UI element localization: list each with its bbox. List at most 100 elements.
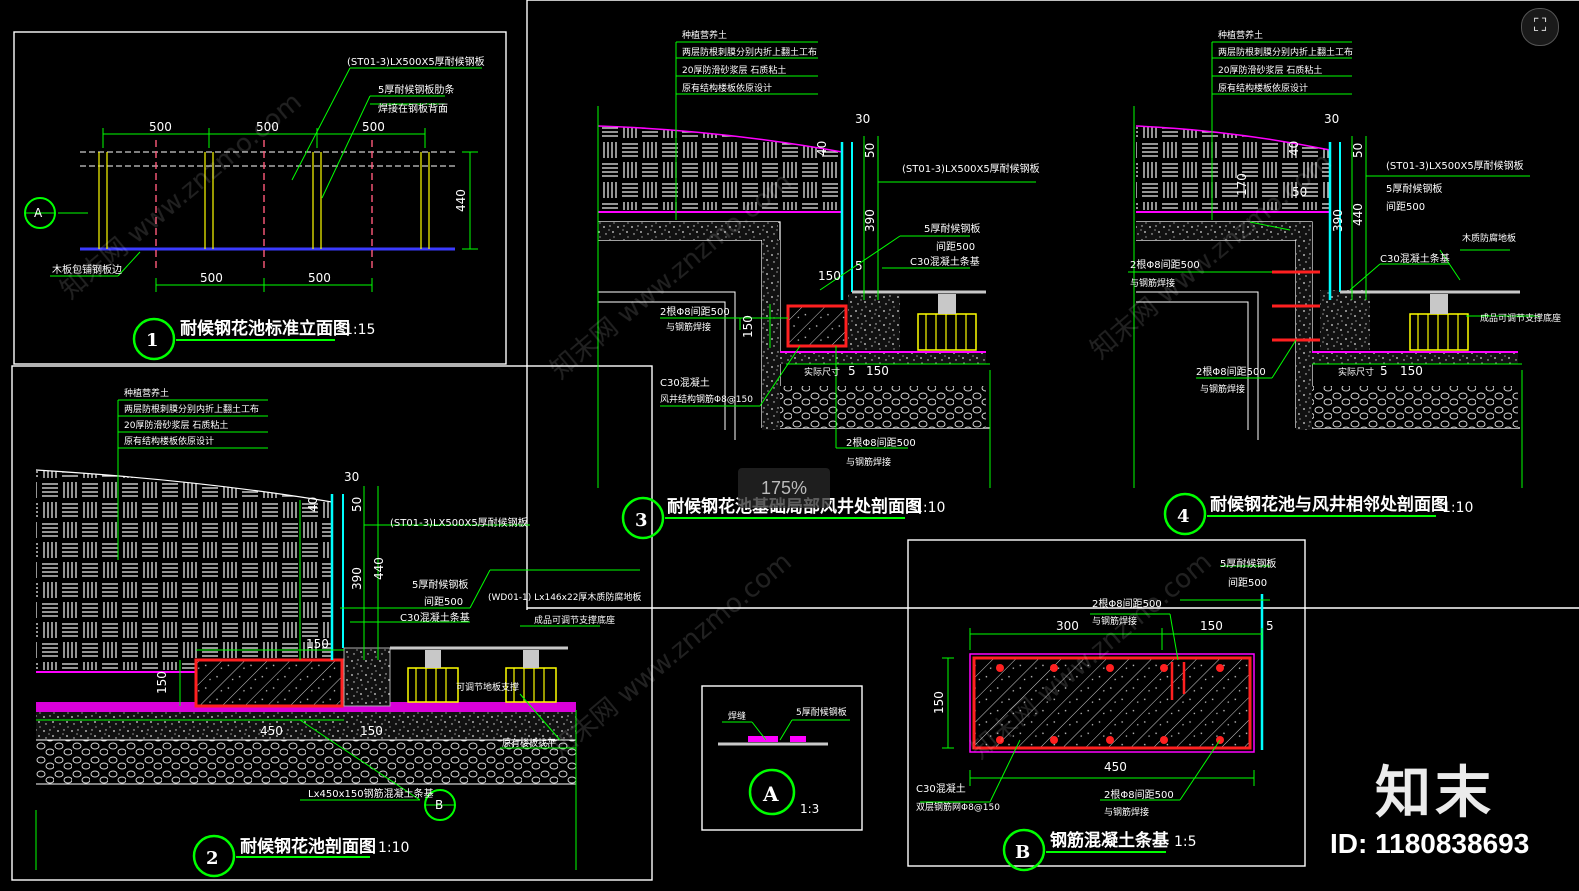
d2-dim-5: 150 xyxy=(306,637,329,651)
d2-dim-0: 30 xyxy=(344,470,359,484)
da-scale: 1:3 xyxy=(800,802,819,816)
db-label-1: 间距500 xyxy=(1228,576,1267,589)
d2-dim-8: 150 xyxy=(360,724,383,738)
d4-label-7: 成品可调节支撑底座 xyxy=(1480,312,1561,324)
d1-dim-bottom-1: 500 xyxy=(308,271,331,285)
d3-marker: 3 xyxy=(635,510,648,531)
d3-label-1: 5厚耐候钢板 xyxy=(924,222,980,235)
d3-label-4: 2根Φ8间距500 xyxy=(660,305,730,318)
d2-label-5: 成品可调节支撑底座 xyxy=(534,614,615,626)
d4-label-0: (ST01-3)LX500X5厚耐候钢板 xyxy=(1386,159,1524,172)
da-label-1: 5厚耐候钢板 xyxy=(796,706,847,718)
d2-dim-6: 150 xyxy=(155,671,169,694)
d3-soil-note-2: 20厚防滑砂浆层 石质粘土 xyxy=(682,64,786,76)
db-dim-2: 5 xyxy=(1266,619,1274,633)
d3-scale: 1:10 xyxy=(914,500,945,516)
d1-dim-top-0: 500 xyxy=(149,120,172,134)
d4-dim-7: 5 xyxy=(1380,364,1388,378)
d3-label-8: 2根Φ8间距500 xyxy=(846,436,916,449)
db-dim-0: 300 xyxy=(1056,619,1079,633)
d3-dim-2: 50 xyxy=(863,143,877,158)
db-dim-3: 150 xyxy=(932,691,946,714)
d4-label-4: 2根Φ8间距500 xyxy=(1130,258,1200,271)
da-label-0: 焊缝 xyxy=(728,710,746,722)
d4-dim-1: 40 xyxy=(1287,141,1301,156)
image-id-label: ID: 1180838693 xyxy=(1330,828,1530,859)
d1-dim-top-2: 500 xyxy=(362,120,385,134)
d4-title: 耐候钢花池与风井相邻处剖面图 xyxy=(1210,494,1448,515)
d4-dim-3: 170 xyxy=(1235,173,1249,196)
d3-label-7: 风井结构钢筋Φ8@150 xyxy=(660,393,753,405)
d3-label-10: 实际尺寸 xyxy=(804,366,840,378)
d2-soil-note-1: 两层防根刺膜分别内折上翻土工布 xyxy=(124,403,259,415)
d2-label-0: (ST01-3)LX500X5厚耐候钢板 xyxy=(390,516,528,529)
d4-dim-8: 150 xyxy=(1400,364,1423,378)
d2-soil-note-2: 20厚防滑砂浆层 石质粘土 xyxy=(124,419,228,431)
d3-label-0: (ST01-3)LX500X5厚耐候钢板 xyxy=(902,162,1040,175)
d3-dim-4: 150 xyxy=(818,269,841,283)
d3-soil-note-1: 两层防根刺膜分别内折上翻土工布 xyxy=(682,46,817,58)
d3-dim-7: 5 xyxy=(848,364,856,378)
d2-dim-4: 440 xyxy=(372,557,386,580)
d4-label-8: 2根Φ8间距500 xyxy=(1196,365,1266,378)
d4-dim-0: 30 xyxy=(1324,112,1339,126)
d4-dim-4: 390 xyxy=(1331,209,1345,232)
d3-dim-3: 390 xyxy=(863,209,877,232)
brand-logo: 知末 xyxy=(1375,761,1495,826)
d2-soil-note-0: 种植营养土 xyxy=(124,387,169,399)
db-label-6: 2根Φ8间距500 xyxy=(1104,788,1174,801)
d4-label-6: C30混凝土条基 xyxy=(1380,252,1450,265)
d1-scale: 1:15 xyxy=(344,322,375,338)
d1-marker: 1 xyxy=(146,330,159,351)
d4-soil-note-1: 两层防根刺膜分别内折上翻土工布 xyxy=(1218,46,1353,58)
d4-label-5: 与钢筋焊接 xyxy=(1130,277,1175,289)
d3-soil-note-3: 原有结构楼板依原设计 xyxy=(682,82,772,94)
db-label-3: 与钢筋焊接 xyxy=(1092,615,1137,627)
db-dim-4: 450 xyxy=(1104,760,1127,774)
d2-label-7: Lx450x150钢筋混凝土条基 xyxy=(308,787,434,800)
drawing-3-section: 种植营养土 两层防根刺膜分别内折上翻土工布 20厚防滑砂浆层 石质粘土 原有结构… xyxy=(597,29,1040,540)
d1-dim-bottom-0: 500 xyxy=(200,271,223,285)
d2-dim-2: 50 xyxy=(350,497,364,512)
d3-soil-note-0: 种植营养土 xyxy=(682,29,727,41)
d3-dim-1: 40 xyxy=(815,141,829,156)
d4-soil-note-3: 原有结构楼板依原设计 xyxy=(1218,82,1308,94)
d4-soil-note-0: 种植营养土 xyxy=(1218,29,1263,41)
d4-label-3: 木质防腐地板 xyxy=(1462,232,1516,244)
db-label-2: 2根Φ8间距500 xyxy=(1092,597,1162,610)
db-label-0: 5厚耐候钢板 xyxy=(1220,557,1276,570)
d2-dim-7: 450 xyxy=(260,724,283,738)
da-marker: A xyxy=(762,782,779,806)
db-scale: 1:5 xyxy=(1174,834,1197,850)
d2-label-2: 间距500 xyxy=(424,595,463,608)
d2-scale: 1:10 xyxy=(378,840,409,856)
drawing-4-section: 种植营养土 两层防根刺膜分别内折上翻土工布 20厚防滑砂浆层 石质粘土 原有结构… xyxy=(1128,29,1561,536)
d4-label-1: 5厚耐候钢板 xyxy=(1386,182,1442,195)
d4-scale: 1:10 xyxy=(1442,500,1473,516)
d1-dim-height: 440 xyxy=(454,189,468,212)
d4-dim-5: 440 xyxy=(1351,203,1365,226)
d1-note-1: 5厚耐候钢板肋条 xyxy=(378,83,454,96)
d3-dim-8: 150 xyxy=(866,364,889,378)
db-marker: B xyxy=(1015,842,1030,863)
d4-dim-2: 50 xyxy=(1351,143,1365,158)
d3-dim-5: 5 xyxy=(855,259,863,273)
db-label-5: 双层钢筋网Φ8@150 xyxy=(916,801,1000,813)
d3-label-5: 与钢筋焊接 xyxy=(666,321,711,333)
d4-label-2: 间距500 xyxy=(1386,200,1425,213)
d2-title: 耐候钢花池剖面图 xyxy=(240,836,376,857)
d4-label-10: 实际尺寸 xyxy=(1338,366,1374,378)
db-dim-1: 150 xyxy=(1200,619,1223,633)
watermark-1: 知末网 www.znzmo.com xyxy=(55,87,307,306)
d3-label-3: C30混凝土条基 xyxy=(910,255,980,268)
d3-dim-6: 150 xyxy=(741,315,755,338)
fullscreen-button[interactable]: ⛶ xyxy=(1521,8,1559,46)
db-label-7: 与钢筋焊接 xyxy=(1104,806,1149,818)
d1-note-3: 木板包铺钢板边 xyxy=(52,263,122,276)
detail-a: 焊缝 5厚耐候钢板 A 1:3 xyxy=(718,706,850,816)
d1-note-0: (ST01-3)LX500X5厚耐候钢板 xyxy=(347,55,485,68)
d2-dim-3: 390 xyxy=(350,567,364,590)
d3-label-2: 间距500 xyxy=(936,240,975,253)
d4-marker: 4 xyxy=(1177,506,1190,527)
